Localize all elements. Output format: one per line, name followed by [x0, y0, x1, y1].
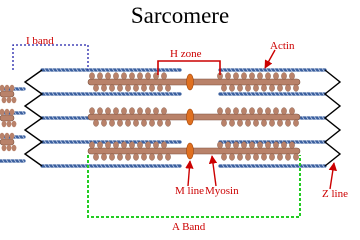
actin-arrow	[264, 49, 276, 69]
actin-filament-edge	[0, 158, 26, 164]
myosin-filament	[87, 72, 301, 92]
diagram-title: Sarcomere	[130, 3, 230, 28]
myosin-edge	[0, 108, 17, 128]
actin-filament-left	[40, 139, 182, 145]
a-band-label: A Band	[172, 221, 206, 233]
h-zone-label: H zone	[170, 48, 202, 60]
z-line-arrow	[328, 162, 338, 190]
myosin-label: Myosin	[205, 185, 239, 197]
actin-label: Actin	[270, 40, 295, 52]
actin-filament-left	[40, 163, 182, 169]
z-line-left	[23, 69, 44, 167]
h-zone-bracket	[157, 60, 221, 75]
myosin-edge	[0, 84, 17, 104]
myosin-filaments	[0, 72, 301, 161]
i-band-label: I band	[26, 35, 54, 47]
actin-filament-left	[40, 67, 182, 73]
actin-filament-right	[218, 163, 327, 169]
brackets-and-arrows	[12, 44, 338, 218]
i-band-bracket	[12, 44, 89, 70]
actin-filament-right	[218, 91, 327, 97]
a-band-bracket	[87, 155, 301, 218]
m-line-disk	[186, 142, 194, 160]
actin-filament-left	[40, 91, 182, 97]
m-line-label: M line	[175, 185, 205, 197]
actin-filament-right	[218, 67, 327, 73]
myosin-filament	[87, 107, 301, 127]
m-line-disk	[186, 108, 194, 126]
z-line-right	[323, 69, 342, 167]
myosin-filament	[87, 141, 301, 161]
myosin-edge	[0, 132, 17, 152]
myosin-arrow	[208, 155, 218, 187]
m-line-arrow	[185, 160, 194, 187]
z-line-label: Z line	[322, 188, 348, 200]
m-line-disk	[186, 73, 194, 91]
z-lines	[23, 69, 342, 167]
